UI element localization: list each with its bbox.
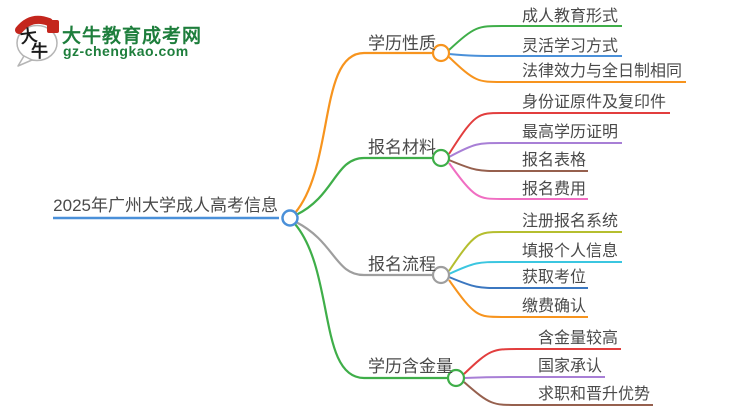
branch-curve-xueli-hanjinliang (294, 223, 448, 380)
sub-label-linghuo-xuexi[interactable]: 灵活学习方式 (522, 38, 619, 55)
sub-label-zuigao-xueli[interactable]: 最高学历证明 (522, 124, 619, 141)
sub-curves-group3 (448, 231, 622, 318)
sub-curve-chengren-jiaoyu (448, 25, 622, 51)
sub-curve-baoming-biaoge (448, 159, 588, 172)
branch-circle-xueli-xingzhi[interactable] (431, 43, 451, 63)
sub-curve-baoming-feiyong (448, 162, 588, 200)
sub-curve-zuigao-xueli (448, 142, 622, 158)
sub-curve-jiaofei-queren (448, 279, 588, 318)
sub-label-chengren-jiaoyu[interactable]: 成人教育形式 (522, 8, 619, 25)
branch-curves (294, 51, 448, 380)
branch-label-baoming-liucheng[interactable]: 报名流程 (368, 255, 436, 274)
sub-curves-group1 (448, 25, 686, 83)
logo-domain[interactable]: gz-chengkao.com (63, 43, 189, 59)
red-arc (15, 15, 53, 34)
sub-label-baoming-feiyong[interactable]: 报名费用 (522, 181, 587, 198)
sub-label-jiaofei-queren[interactable]: 缴费确认 (522, 298, 587, 315)
sub-label-hanjinliang-jiaogao[interactable]: 含金量较高 (538, 330, 619, 347)
sub-curve-tianbao-xinxi (448, 261, 622, 275)
sub-curve-qiuzhi-youshi (463, 381, 653, 406)
sub-label-qiuzhi-youshi[interactable]: 求职和晋升优势 (538, 386, 651, 403)
sub-label-falv-xiaoli[interactable]: 法律效力与全日制相同 (522, 63, 683, 80)
branch-curve-xueli-xingzhi (294, 51, 433, 214)
sub-curve-huoqu-kaowei (448, 276, 588, 289)
branch-label-baoming-cailiao[interactable]: 报名材料 (368, 138, 436, 157)
branch-label-xueli-hanjinliang[interactable]: 学历含金量 (368, 357, 453, 376)
sub-curve-shenfenzheng (448, 112, 670, 155)
branch-label-xueli-xingzhi[interactable]: 学历性质 (368, 34, 436, 53)
daniu-bubble-icon: 大 牛 (15, 15, 59, 67)
sub-curves-group4 (463, 348, 653, 406)
sub-label-shenfenzheng[interactable]: 身份证原件及复印件 (522, 94, 667, 111)
sub-label-guojia-chengren[interactable]: 国家承认 (538, 358, 603, 375)
sub-curve-falv-xiaoli (448, 56, 686, 83)
icon-char-da: 大 (19, 25, 39, 47)
icon-char-niu: 牛 (31, 41, 48, 61)
sub-label-tianbao-xinxi[interactable]: 填报个人信息 (522, 243, 619, 260)
branch-curve-baoming-liucheng (295, 221, 433, 277)
sub-curve-zhuce-xitong (448, 231, 622, 272)
sub-label-baoming-biaoge[interactable]: 报名表格 (522, 152, 587, 169)
root-node-label[interactable]: 2025年广州大学成人高考信息 (53, 196, 278, 215)
branch-circle-xueli-hanjinliang[interactable] (446, 368, 466, 388)
root-node-circle[interactable] (281, 209, 299, 227)
logo-title[interactable]: 大牛教育成考网 (62, 26, 203, 47)
sub-label-huoqu-kaowei[interactable]: 获取考位 (522, 269, 587, 286)
branch-circle-baoming-cailiao[interactable] (431, 148, 451, 168)
branch-curve-baoming-cailiao (295, 156, 433, 216)
branch-circle-baoming-liucheng[interactable] (431, 265, 451, 285)
sub-curve-guojia-chengren (463, 376, 605, 379)
sub-curve-hanjinliang-jiaogao (463, 348, 621, 375)
sub-label-zhuce-xitong[interactable]: 注册报名系统 (522, 213, 619, 230)
site-logo[interactable]: 大 牛 大牛教育成考网 gz-chengkao.com (10, 12, 240, 68)
red-seal (47, 20, 59, 33)
sub-curves-group2 (448, 112, 670, 200)
sub-curve-linghuo-xuexi (448, 53, 622, 57)
